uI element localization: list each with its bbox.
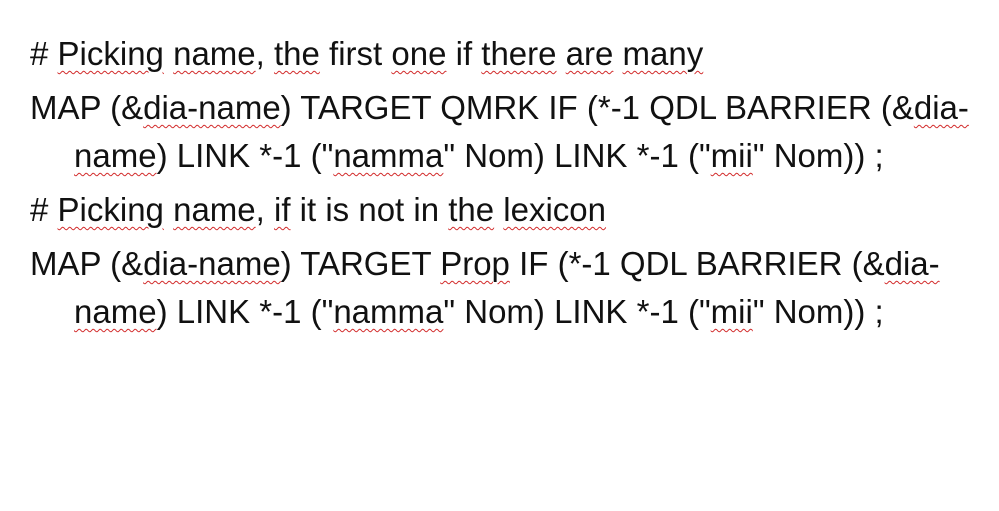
text-segment: " Nom)) ; xyxy=(752,293,884,330)
spellcheck-flagged-word: mii xyxy=(710,293,753,330)
text-segment xyxy=(164,191,173,228)
text-segment xyxy=(494,191,503,228)
spellcheck-flagged-word: dia-name xyxy=(143,89,281,126)
spellcheck-flagged-word: one xyxy=(391,35,447,72)
text-segment: ) TARGET QMRK IF (*-1 QDL BARRIER (& xyxy=(280,89,914,126)
spellcheck-flagged-word: the xyxy=(448,191,495,228)
comment-line-1: # Picking name, the first one if there a… xyxy=(30,30,980,78)
text-segment: # xyxy=(30,191,58,228)
map-rule-1: MAP (&dia-name) TARGET QMRK IF (*-1 QDL … xyxy=(30,84,980,180)
spellcheck-flagged-word: the xyxy=(274,35,320,72)
text-segment: # xyxy=(30,35,58,72)
spellcheck-flagged-word: if xyxy=(274,191,291,228)
text-segment xyxy=(164,35,173,72)
text-segment: , xyxy=(255,35,274,72)
text-segment: IF (*-1 QDL BARRIER (& xyxy=(509,245,885,282)
spellcheck-flagged-word: Prop xyxy=(440,245,510,282)
spellcheck-flagged-word: namma xyxy=(333,293,444,330)
spellcheck-flagged-word: Picking xyxy=(57,35,164,72)
text-segment: ) LINK *-1 (" xyxy=(156,293,334,330)
document-body: # Picking name, the first one if there a… xyxy=(30,30,980,336)
spellcheck-flagged-word: dia-name xyxy=(143,245,281,282)
text-segment: if xyxy=(446,35,482,72)
spellcheck-flagged-word: there xyxy=(481,35,557,72)
map-rule-2: MAP (&dia-name) TARGET Prop IF (*-1 QDL … xyxy=(30,240,980,336)
text-segment: " Nom) LINK *-1 (" xyxy=(443,137,711,174)
text-segment: first xyxy=(319,35,392,72)
spellcheck-flagged-word: dia-name xyxy=(74,89,969,174)
spellcheck-flagged-word: Picking xyxy=(57,191,164,228)
spellcheck-flagged-word: many xyxy=(622,35,704,72)
text-segment: MAP (& xyxy=(30,89,144,126)
text-segment: ) LINK *-1 (" xyxy=(156,137,334,174)
text-segment: ) TARGET xyxy=(280,245,441,282)
spellcheck-flagged-word: mii xyxy=(710,137,753,174)
spellcheck-flagged-word: name xyxy=(173,191,256,228)
text-segment: it is not in xyxy=(290,191,449,228)
spellcheck-flagged-word: dia-name xyxy=(74,245,940,330)
text-segment: " Nom)) ; xyxy=(752,137,884,174)
spellcheck-flagged-word: namma xyxy=(333,137,444,174)
spellcheck-flagged-word: lexicon xyxy=(503,191,607,228)
text-segment: , xyxy=(255,191,274,228)
spellcheck-flagged-word: are xyxy=(565,35,614,72)
text-segment: " Nom) LINK *-1 (" xyxy=(443,293,711,330)
text-segment xyxy=(613,35,622,72)
comment-line-2: # Picking name, if it is not in the lexi… xyxy=(30,186,980,234)
text-segment xyxy=(557,35,566,72)
spellcheck-flagged-word: name xyxy=(173,35,256,72)
text-segment: MAP (& xyxy=(30,245,144,282)
